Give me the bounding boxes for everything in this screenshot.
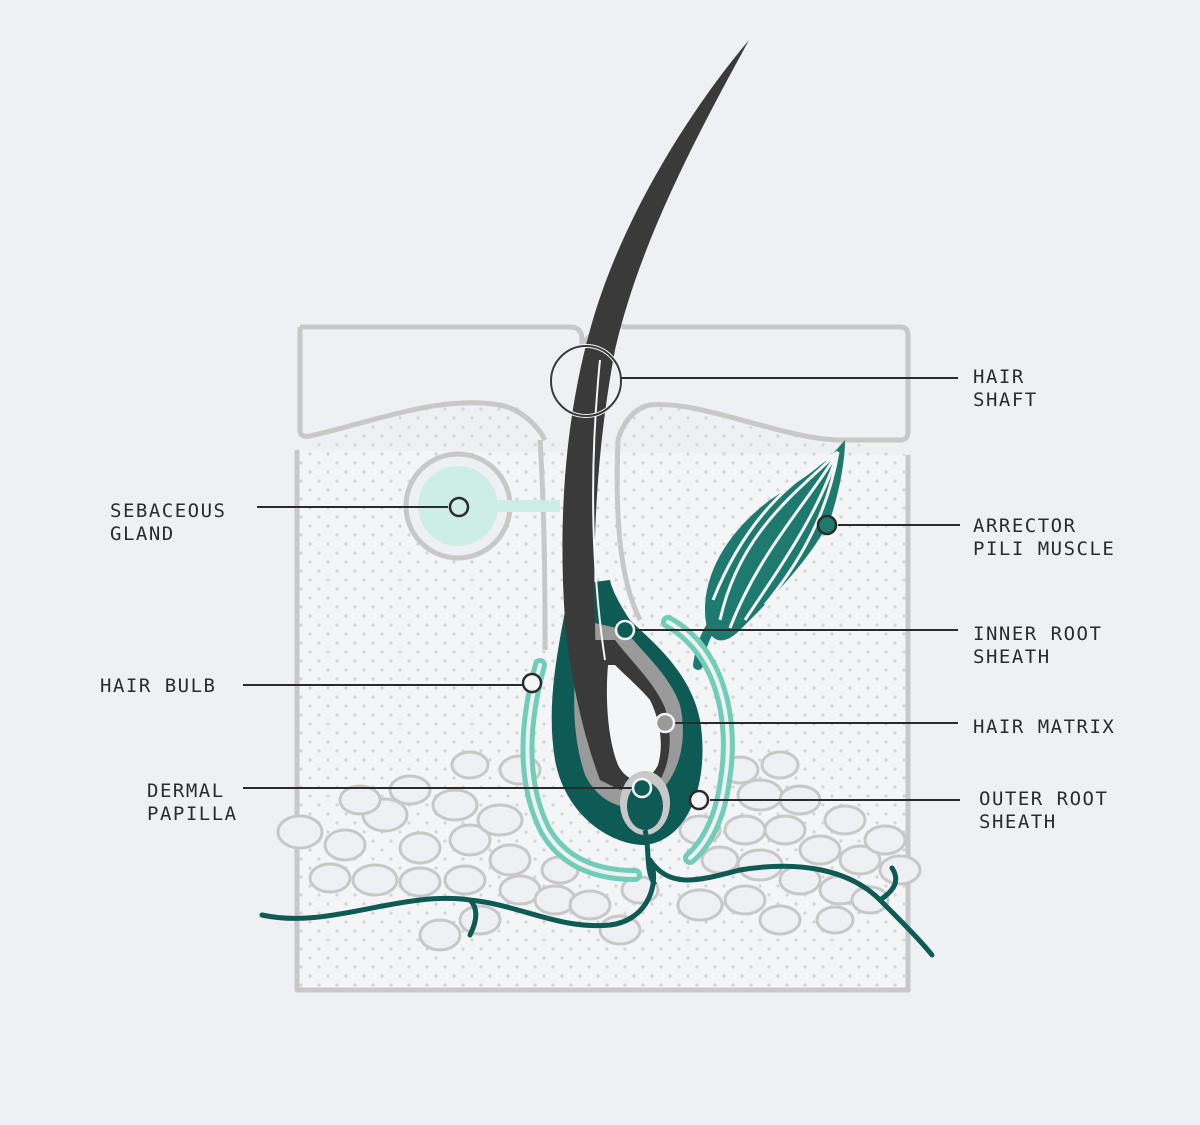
label-hair-shaft-line2: SHAFT: [973, 389, 1038, 411]
fat-cell: [815, 905, 855, 935]
label-sebaceous-gland-line2: GLAND: [110, 523, 175, 545]
fat-cell: [476, 803, 524, 837]
label-hair-bulb: HAIR BULB: [100, 675, 216, 698]
marker-outer-root-sheath: [688, 789, 710, 811]
label-inner-root-sheath-line1: INNER ROOT: [973, 623, 1103, 645]
label-arrector-pili-line2: PILI MUSCLE: [973, 538, 1116, 560]
label-outer-root-sheath: OUTER ROOT SHEATH: [979, 788, 1108, 834]
fat-cell: [850, 885, 890, 915]
fat-cell: [700, 845, 740, 875]
fat-cell: [431, 788, 479, 822]
fat-cell: [676, 888, 724, 922]
label-hair-bulb-line1: HAIR BULB: [100, 675, 217, 697]
fat-cell: [450, 750, 490, 780]
fat-cell: [351, 863, 399, 897]
label-arrector-pili-muscle: ARRECTOR PILI MUSCLE: [973, 515, 1115, 561]
label-sebaceous-gland-line1: SEBACEOUS: [110, 500, 227, 522]
fat-cell: [838, 844, 882, 876]
label-sebaceous-gland: SEBACEOUS GLAND: [110, 500, 226, 546]
fat-cell: [723, 884, 767, 916]
fat-cell: [723, 814, 767, 846]
marker-hair-matrix: [654, 712, 676, 734]
label-hair-matrix-line1: HAIR MATRIX: [973, 716, 1116, 738]
label-inner-root-sheath-line2: SHEATH: [973, 646, 1051, 668]
marker-hair-bulb: [521, 672, 543, 694]
fat-cell: [418, 918, 462, 952]
marker-sebaceous-gland: [448, 496, 470, 518]
label-inner-root-sheath: INNER ROOT SHEATH: [973, 623, 1102, 669]
fat-cell: [388, 774, 432, 806]
fat-cell: [736, 778, 784, 812]
marker-inner-root-sheath: [614, 619, 636, 641]
leader-lines: [243, 377, 960, 801]
label-hair-matrix: HAIR MATRIX: [973, 716, 1115, 739]
label-dermal-papilla-line1: DERMAL: [147, 780, 225, 802]
markers: [448, 496, 838, 811]
fat-cell: [488, 843, 532, 877]
fat-cell: [533, 884, 577, 916]
label-arrector-pili-line1: ARRECTOR: [973, 515, 1077, 537]
fat-cell: [823, 804, 867, 836]
fat-cell: [448, 823, 492, 857]
label-hair-shaft-line1: HAIR: [973, 366, 1025, 388]
fat-cell: [308, 862, 352, 894]
label-dermal-papilla: DERMAL PAPILLA: [147, 780, 238, 826]
fat-cell: [763, 814, 807, 846]
fat-cell: [758, 904, 802, 936]
fat-cell: [398, 866, 442, 898]
label-dermal-papilla-line2: PAPILLA: [147, 803, 238, 825]
fat-cells: [276, 750, 922, 952]
fat-cell: [323, 828, 367, 862]
marker-dermal-papilla: [631, 777, 653, 799]
label-outer-root-sheath-line1: OUTER ROOT: [979, 788, 1109, 810]
fat-cell: [276, 814, 324, 850]
label-hair-shaft: HAIR SHAFT: [973, 366, 1038, 412]
fat-cell: [568, 889, 612, 921]
fat-cell: [863, 824, 907, 856]
fat-cell: [878, 854, 922, 886]
follicle-canal: [537, 439, 643, 651]
fat-cell: [398, 831, 442, 865]
marker-arrector-pili: [816, 514, 838, 536]
fat-cell: [458, 904, 502, 936]
fat-cell: [760, 750, 800, 780]
hair-shaft-ring-outline: [550, 345, 622, 417]
fat-cell: [798, 834, 842, 866]
blood-vessel: [259, 857, 935, 958]
outer-root-sheath: [520, 615, 735, 882]
fat-cell: [338, 784, 382, 816]
fat-cell: [598, 914, 642, 946]
fat-cell: [443, 864, 487, 896]
label-outer-root-sheath-line2: SHEATH: [979, 811, 1057, 833]
